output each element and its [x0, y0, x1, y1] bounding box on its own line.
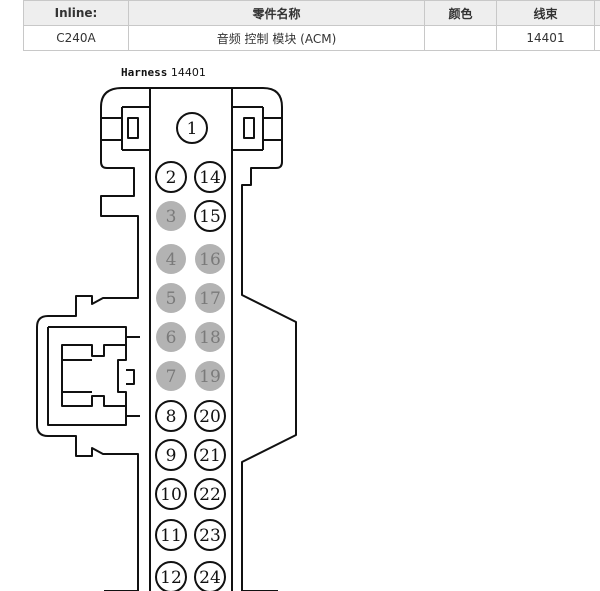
pin-5-label: 5 — [166, 289, 177, 309]
pin-14-label: 14 — [199, 168, 221, 188]
pin-17-label: 17 — [199, 289, 221, 309]
pin-6-label: 6 — [166, 328, 177, 348]
left-latch — [101, 106, 150, 151]
pin-20-circle — [194, 400, 226, 432]
pin-4-label: 4 — [166, 250, 177, 270]
pin-24-label: 24 — [199, 568, 221, 588]
pin-7-circle — [156, 361, 186, 391]
pin-6-circle — [156, 322, 186, 352]
pin-22-circle — [194, 478, 226, 510]
header-harness: 线束 — [496, 0, 595, 26]
harness-label: Harness 14401 — [121, 66, 206, 79]
pin-9-label: 9 — [166, 446, 177, 466]
pin-18-circle — [195, 322, 225, 352]
pin-2-label: 2 — [166, 168, 177, 188]
pin-2-circle — [155, 161, 187, 193]
pin-11-label: 11 — [160, 526, 182, 546]
pin-17-circle — [195, 283, 225, 313]
pin-1-label: 1 — [187, 119, 198, 139]
right-latch-window — [243, 117, 255, 139]
pin-15-circle — [194, 200, 226, 232]
pin-14-circle — [194, 161, 226, 193]
table-row: C240A 音频 控制 模块 (ACM) 14401 — [23, 25, 600, 51]
right-latch — [232, 106, 282, 151]
pin-11-circle — [155, 519, 187, 551]
pin-21-label: 21 — [199, 446, 221, 466]
pin-16-circle — [195, 244, 225, 274]
cell-connector-id: C240A — [23, 25, 129, 51]
pin-16-label: 16 — [199, 250, 221, 270]
pin-23-label: 23 — [199, 526, 221, 546]
pin-19-circle — [195, 361, 225, 391]
pin-4-circle — [156, 244, 186, 274]
pin-22-label: 22 — [199, 485, 221, 505]
cell-extra — [594, 25, 600, 51]
pin-1-circle — [176, 112, 208, 144]
side-clip-inner — [61, 344, 127, 407]
pin-10-circle — [155, 478, 187, 510]
pin-12-label: 12 — [160, 568, 182, 588]
pin-7-label: 7 — [166, 367, 177, 387]
pin-3-circle — [156, 201, 186, 231]
connector-body-outline — [36, 87, 297, 591]
header-inline: Inline: — [23, 0, 129, 26]
pin-12-circle — [155, 561, 187, 591]
pin-20-label: 20 — [199, 407, 221, 427]
pin-8-circle — [155, 400, 187, 432]
pin-15-label: 15 — [199, 207, 221, 227]
harness-number: 14401 — [170, 66, 206, 79]
pin-18-label: 18 — [199, 328, 221, 348]
pin-9-circle — [155, 439, 187, 471]
pin-23-circle — [194, 519, 226, 551]
cell-color — [424, 25, 497, 51]
side-clip-tab — [62, 359, 135, 393]
pin-21-circle — [194, 439, 226, 471]
pin-5-circle — [156, 283, 186, 313]
cell-part-name: 音频 控制 模块 (ACM) — [128, 25, 425, 51]
pin-3-label: 3 — [166, 207, 177, 227]
pin-19-label: 19 — [199, 367, 221, 387]
connector-info-table: Inline: 零件名称 颜色 线束 C240A 音频 控制 模块 (ACM) … — [23, 0, 600, 51]
pin-24-circle — [194, 561, 226, 591]
side-clip-outer — [47, 326, 127, 426]
pin-10-label: 10 — [160, 485, 182, 505]
pin-8-label: 8 — [166, 407, 177, 427]
harness-word: Harness — [121, 66, 168, 79]
left-latch-window — [127, 117, 139, 139]
cell-harness: 14401 — [496, 25, 595, 51]
table-header-row: Inline: 零件名称 颜色 线束 — [23, 0, 600, 26]
